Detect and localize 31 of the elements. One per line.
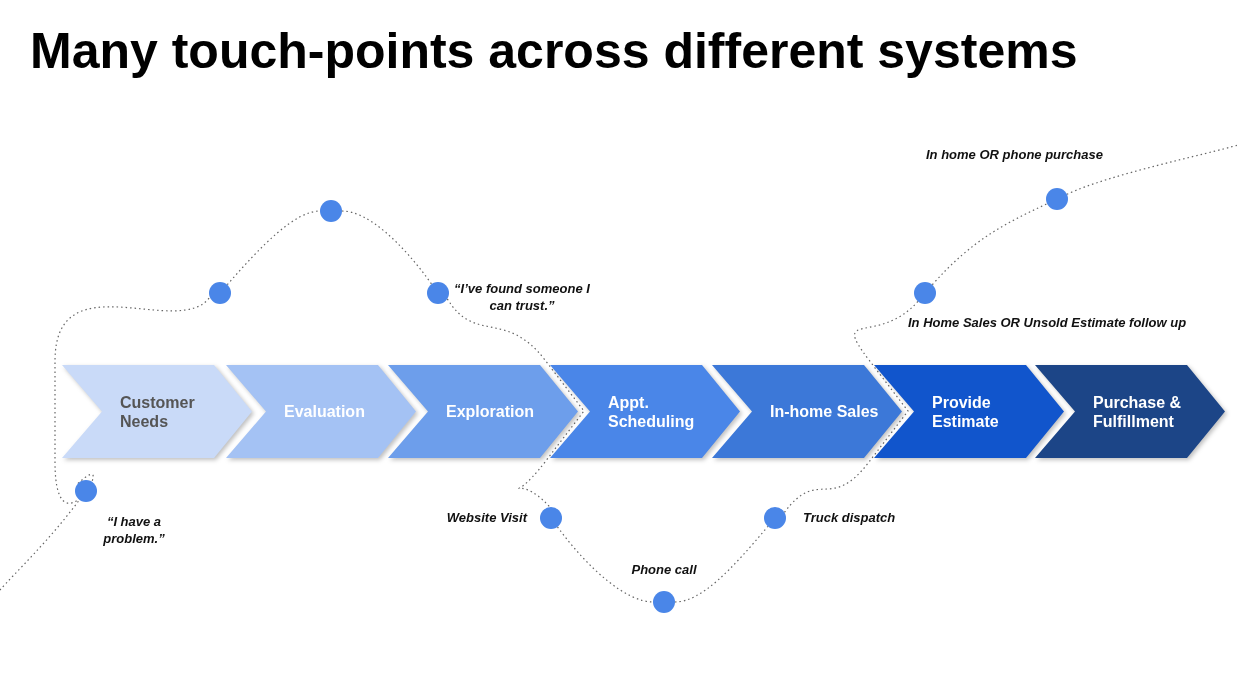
dotted-curve bbox=[54, 296, 211, 504]
touchpoint-dot bbox=[540, 507, 562, 529]
touchpoint-dot bbox=[209, 282, 231, 304]
dotted-curve bbox=[341, 210, 433, 285]
dotted-curve bbox=[1066, 144, 1238, 195]
dotted-curve bbox=[226, 210, 321, 286]
touchpoint-label: “I have a problem.” bbox=[102, 513, 166, 547]
step-label: Provide Estimate bbox=[932, 392, 1000, 431]
touchpoint-label: “I’ve found someone I can trust.” bbox=[453, 280, 591, 314]
touchpoint-label: Phone call bbox=[630, 561, 698, 578]
touchpoint-dot bbox=[75, 480, 97, 502]
step-label: In-home Sales bbox=[770, 402, 880, 421]
dotted-curve bbox=[0, 499, 81, 591]
touchpoint-dot bbox=[427, 282, 449, 304]
touchpoint-dot bbox=[653, 591, 675, 613]
touchpoint-dot bbox=[914, 282, 936, 304]
page-title: Many touch-points across different systems bbox=[30, 22, 1078, 80]
step-label: Exploration bbox=[446, 402, 535, 421]
step-label: Purchase & Fulfillment bbox=[1093, 392, 1183, 431]
dotted-curve bbox=[556, 526, 654, 603]
step-label: Appt. Scheduling bbox=[608, 392, 696, 431]
touchpoint-label: In home OR phone purchase bbox=[926, 146, 1104, 163]
touchpoint-label: Website Visit bbox=[445, 509, 527, 526]
touchpoint-label: Truck dispatch bbox=[803, 509, 897, 526]
step-label: Customer Needs bbox=[120, 392, 196, 431]
dotted-curve bbox=[783, 300, 919, 513]
step-label: Evaluation bbox=[284, 402, 366, 421]
touchpoint-dot bbox=[1046, 188, 1068, 210]
touchpoint-dot bbox=[764, 507, 786, 529]
touchpoint-label: In Home Sales OR Unsold Estimate follow up bbox=[908, 314, 1188, 331]
touchpoint-dot bbox=[320, 200, 342, 222]
